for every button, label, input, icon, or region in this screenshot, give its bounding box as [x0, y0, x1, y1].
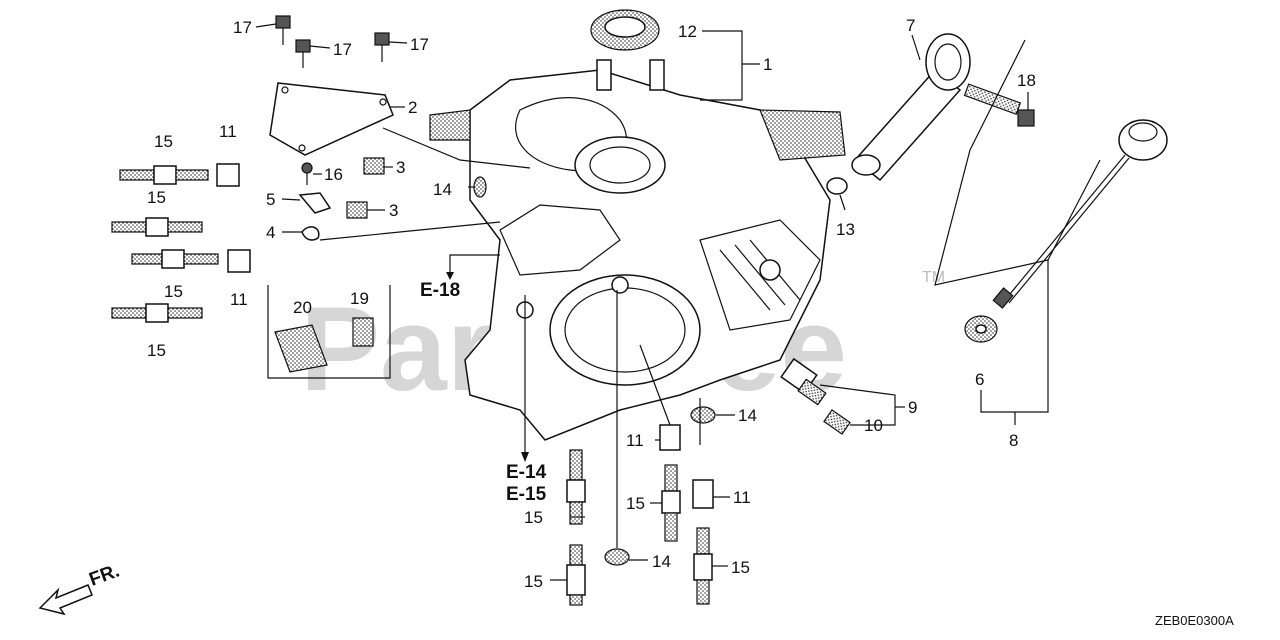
callout-20: 20 [293, 298, 312, 317]
reference-arrows [446, 254, 618, 548]
cover-plate [269, 82, 394, 156]
filter-19 [352, 317, 374, 347]
callout-15-f: 15 [626, 494, 645, 513]
stud-15-a [119, 165, 209, 185]
callout-10: 10 [864, 416, 883, 435]
screw-16 [301, 162, 313, 185]
clip-4 [301, 226, 320, 241]
callout-6: 6 [975, 370, 984, 389]
bolt-17-c [374, 32, 390, 62]
callout-3-b: 3 [389, 201, 398, 220]
front-arrow-icon [38, 584, 93, 616]
callout-11-b: 11 [230, 290, 248, 309]
stud-15-d [111, 303, 203, 323]
front-indicator-label: FR. [87, 560, 123, 590]
stud-15-e [566, 449, 586, 525]
callout-15-e: 15 [524, 508, 543, 527]
dowel-11-c [659, 424, 681, 451]
callout-18: 18 [1017, 71, 1036, 90]
callout-5: 5 [266, 190, 275, 209]
filter-20 [274, 324, 328, 373]
callout-11-a: 11 [219, 122, 237, 141]
washer-6 [964, 315, 998, 343]
callout-7: 7 [906, 16, 915, 35]
callout-15-d: 15 [147, 341, 166, 360]
dipstick-8 [992, 119, 1168, 309]
stud-15-h [693, 527, 713, 605]
callout-17-b: 17 [333, 40, 352, 59]
filter-3-a [363, 157, 385, 175]
callout-14-c: 14 [652, 552, 671, 571]
dowel-11-b [227, 249, 251, 273]
stud-15-b [111, 217, 203, 237]
stud-15-c [131, 249, 219, 269]
washer-14-c [604, 548, 630, 566]
callout-15-b: 15 [147, 188, 166, 207]
callout-4: 4 [266, 223, 275, 242]
oil-filler-tube-7 [851, 33, 971, 182]
callout-16: 16 [324, 165, 343, 184]
sensor-part-10 [823, 409, 851, 435]
dowel-11-a [216, 163, 240, 187]
oil-sensor-9 [780, 357, 827, 406]
callout-11-c: 11 [626, 431, 644, 450]
callout-14-b: 14 [738, 406, 757, 425]
bolt-17-b [295, 39, 311, 68]
ref-e18: E-18 [420, 280, 460, 301]
bolt-17-a [275, 15, 291, 45]
callout-17-a: 17 [233, 18, 252, 37]
plate-5 [298, 192, 332, 214]
callout-13: 13 [836, 220, 855, 239]
callout-15-a: 15 [154, 132, 173, 151]
group-box [267, 285, 391, 379]
watermark-trademark: TM [922, 269, 945, 286]
oil-seal-12 [590, 9, 660, 51]
crankcase [429, 59, 846, 441]
stud-15-f [661, 464, 681, 542]
stud-15-g [566, 544, 586, 606]
callout-2: 2 [408, 98, 417, 117]
callout-8: 8 [1009, 431, 1018, 450]
ref-e15: E-15 [506, 484, 547, 505]
callout-15-h: 15 [731, 558, 750, 577]
callout-9: 9 [908, 398, 917, 417]
callout-19: 19 [350, 289, 369, 308]
leader-lines [255, 23, 1101, 581]
callout-15-c: 15 [164, 282, 183, 301]
washer-14-b [690, 406, 716, 424]
o-ring-13 [826, 177, 848, 195]
callout-11-d: 11 [733, 488, 751, 507]
ref-e14: E-14 [506, 462, 547, 483]
bolt-18 [963, 83, 1035, 127]
callout-3-a: 3 [396, 158, 405, 177]
callout-1: 1 [763, 55, 772, 74]
callout-12: 12 [678, 22, 697, 41]
callout-17-c: 17 [410, 35, 429, 54]
dowel-11-d [692, 479, 714, 509]
callout-14-a: 14 [433, 180, 452, 199]
callout-15-g: 15 [524, 572, 543, 591]
filter-3-b [346, 201, 368, 219]
drawing-code: ZEB0E0300A [1155, 613, 1234, 628]
washer-14-a [473, 176, 487, 198]
